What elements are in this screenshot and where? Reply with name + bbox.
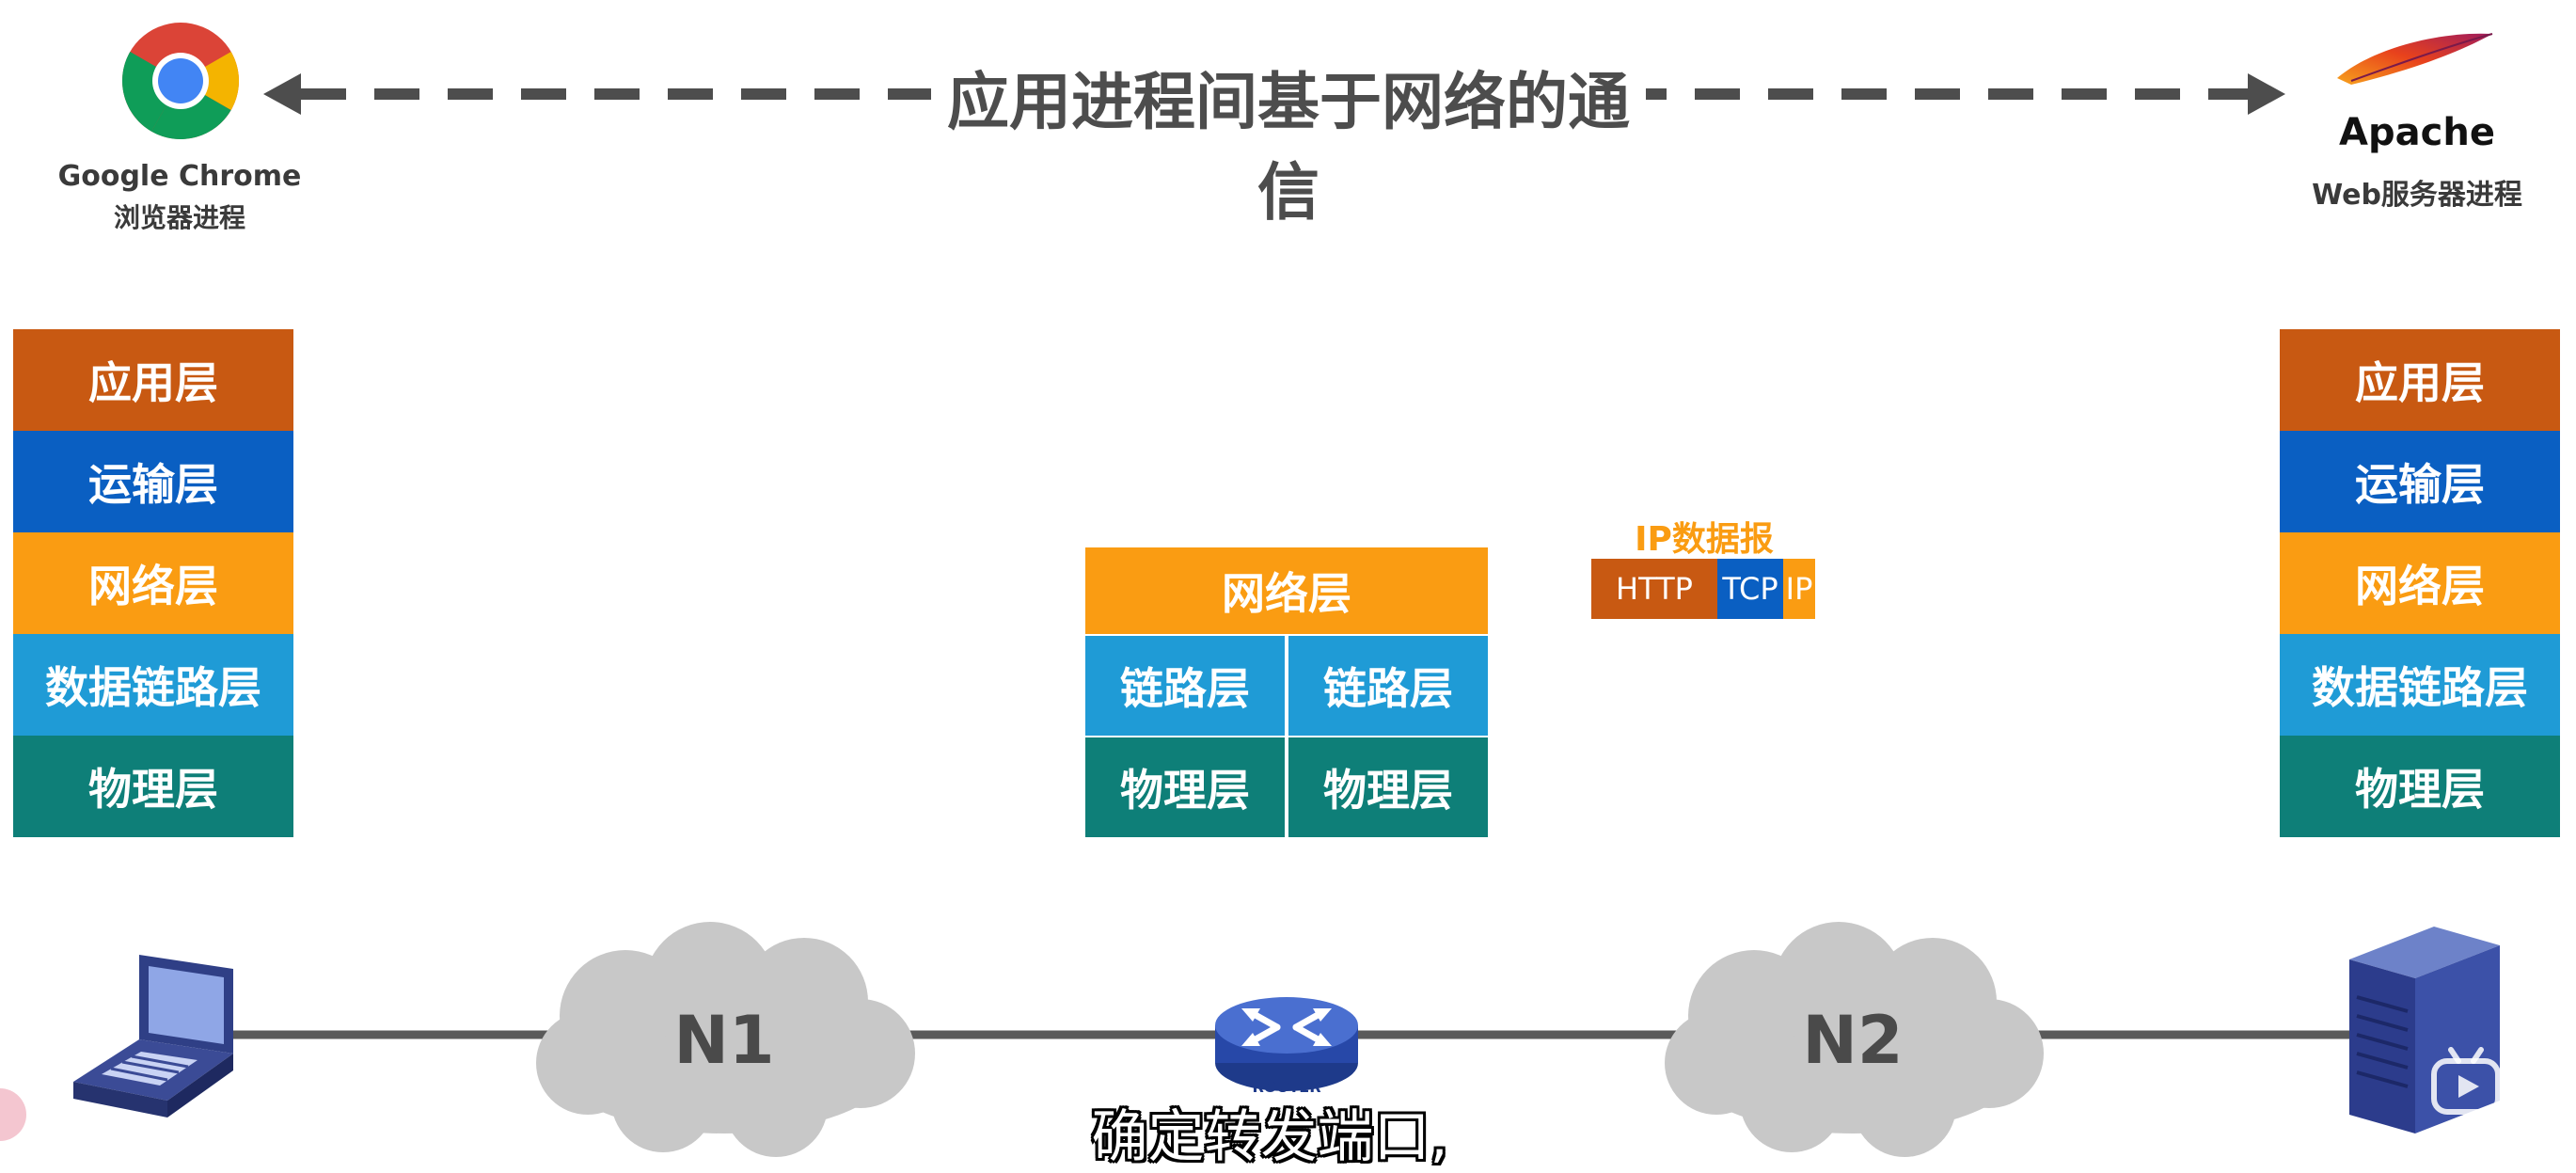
server-role: Web服务器进程 (2312, 179, 2522, 212)
apache-feather-icon (2337, 33, 2493, 85)
right-network-layer: 网络层 (2280, 532, 2560, 634)
ip-datagram-label: IP数据报 (1635, 520, 1774, 559)
left-application-layer: 应用层 (13, 329, 293, 431)
router-link-layer-left: 链路层 (1085, 636, 1285, 736)
right-transport-layer: 运输层 (2280, 431, 2560, 532)
router-label: ROUTER (1252, 1078, 1321, 1096)
video-subtitle: 确定转发端口, (1091, 1104, 1448, 1170)
client-name: Google Chrome (57, 160, 302, 193)
router-physical-layer-left: 物理层 (1085, 737, 1285, 837)
network-n1-label: N1 (673, 1002, 775, 1079)
packet-tcp: TCP (1717, 559, 1783, 619)
laptop-icon (73, 955, 233, 1118)
router-icon (1215, 997, 1358, 1091)
client-role: 浏览器进程 (113, 202, 245, 233)
left-transport-layer: 运输层 (13, 431, 293, 532)
router-link-layer-right: 链路层 (1288, 636, 1488, 736)
packet-http: HTTP (1591, 559, 1717, 619)
video-play-watermark-icon (2431, 1047, 2501, 1115)
diagram-title: 应用进程间基于网络的通信 (931, 52, 1646, 232)
avatar-edge-icon (0, 1088, 26, 1141)
network-cloud-n1 (536, 922, 915, 1157)
packet-ip: IP (1783, 559, 1815, 619)
server-name: Apache (2339, 111, 2495, 154)
network-n2-label: N2 (1802, 1002, 1904, 1079)
chrome-logo-icon (122, 23, 240, 140)
left-network-layer: 网络层 (13, 532, 293, 634)
right-application-layer: 应用层 (2280, 329, 2560, 431)
left-physical-layer: 物理层 (13, 736, 293, 837)
router-network-layer: 网络层 (1085, 547, 1488, 634)
left-datalink-layer: 数据链路层 (13, 634, 293, 736)
right-datalink-layer: 数据链路层 (2280, 634, 2560, 736)
network-cloud-n2 (1665, 922, 2044, 1157)
router-physical-layer-right: 物理层 (1288, 737, 1488, 837)
right-physical-layer: 物理层 (2280, 736, 2560, 837)
